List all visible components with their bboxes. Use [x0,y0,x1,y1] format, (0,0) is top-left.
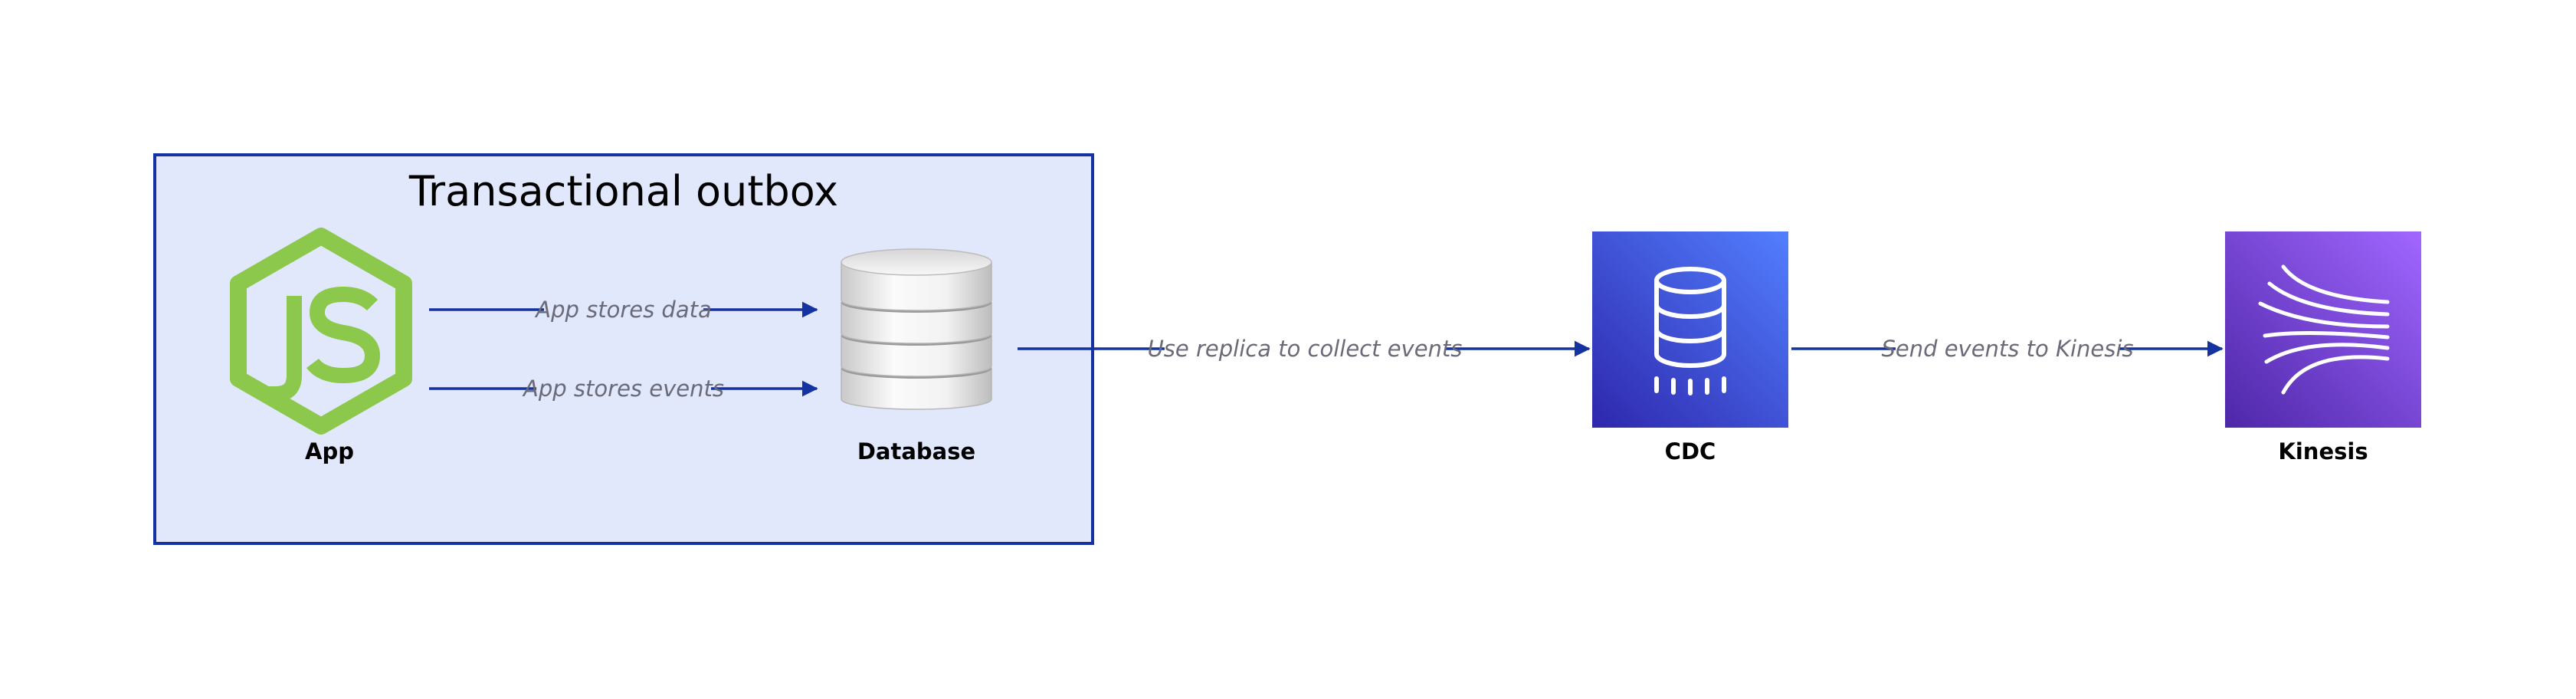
kinesis-label: Kinesis [2278,438,2368,464]
database-label: Database [857,438,975,464]
kinesis-streams-icon [2258,264,2390,395]
edge-app-stores-data: App stores data [429,297,818,323]
cdc-label: CDC [1665,438,1716,464]
kinesis-node[interactable]: Kinesis [2225,231,2421,464]
edge-label-app-stores-events: App stores events [522,376,724,402]
nodejs-icon [230,228,412,435]
edge-label-send-to-kinesis: Send events to Kinesis [1881,336,2133,362]
edge-app-stores-events: App stores events [429,376,818,402]
kinesis-tile [2225,231,2421,428]
edge-use-replica: Use replica to collect events [1018,336,1591,362]
edge-label-use-replica: Use replica to collect events [1148,336,1463,362]
cdc-node[interactable]: CDC [1592,231,1788,464]
database-node[interactable]: Database [841,248,992,464]
edge-send-to-kinesis: Send events to Kinesis [1791,336,2224,362]
group-title: Transactional outbox [408,167,838,215]
database-cdc-icon [1654,267,1726,395]
database-stack-icon [841,248,992,410]
app-label: App [305,438,354,464]
app-node[interactable]: App [230,228,412,464]
edge-label-app-stores-data: App stores data [534,297,712,323]
cdc-tile [1592,231,1788,428]
